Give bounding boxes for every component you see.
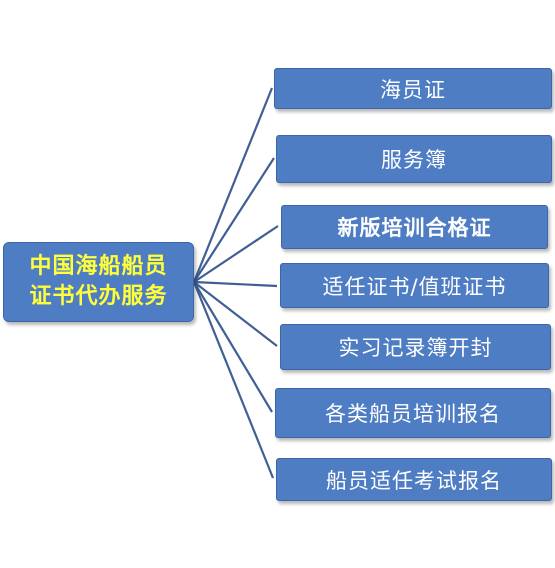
node-label: 各类船员培训报名 — [325, 402, 501, 426]
root-title-line1: 中国海船船员 — [29, 254, 168, 279]
node-seaman-passport: 海员证 — [274, 68, 552, 109]
node-label: 适任证书/值班证书 — [322, 274, 507, 299]
root-title-line2: 证书代办服务 — [29, 284, 168, 309]
node-label: 新版培训合格证 — [337, 216, 492, 240]
node-competency-certificate: 适任证书/值班证书 — [280, 263, 549, 308]
connector-line — [193, 157, 275, 283]
connector-line — [193, 281, 278, 347]
node-label: 实习记录簿开封 — [338, 336, 493, 360]
node-service-book: 服务簿 — [276, 135, 552, 183]
connector-line — [193, 281, 273, 413]
connector-line — [193, 280, 278, 288]
root-node-service-title: 中国海船船员 证书代办服务 — [3, 242, 194, 322]
node-label: 服务簿 — [381, 148, 447, 172]
connector-line — [193, 225, 279, 283]
node-training-certificate: 新版培训合格证 — [281, 205, 548, 249]
connector-line — [192, 281, 275, 479]
node-exam-registration: 船员适任考试报名 — [276, 458, 552, 501]
node-label: 船员适任考试报名 — [326, 468, 502, 493]
connector-line — [192, 87, 274, 283]
node-training-registration: 各类船员培训报名 — [275, 388, 551, 438]
node-internship-record-book: 实习记录簿开封 — [280, 324, 551, 370]
node-label: 海员证 — [380, 77, 446, 102]
